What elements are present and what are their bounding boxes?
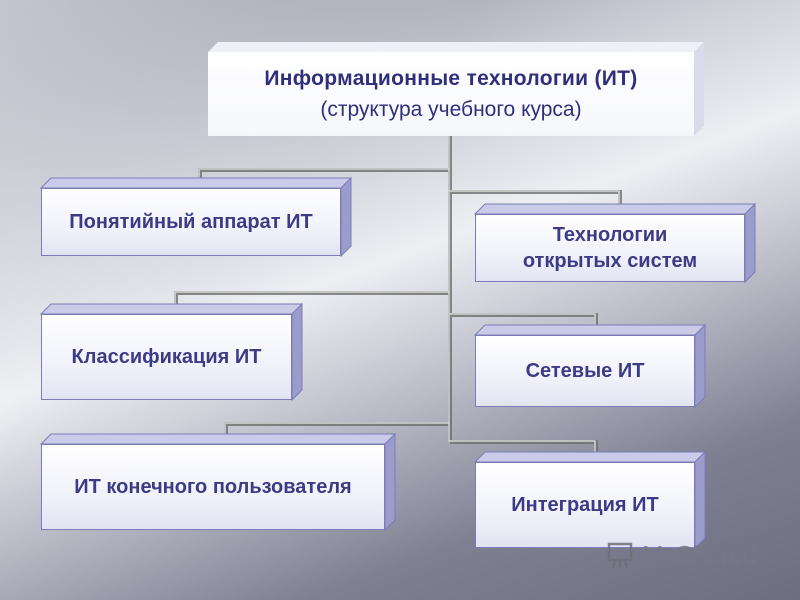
node-concepts-label: Понятийный аппарат ИТ (41, 188, 341, 256)
title-line-1: Информационные технологии (ИТ) (264, 66, 638, 90)
node-bevel (473, 202, 757, 284)
title-box-bevel (208, 42, 704, 136)
node-end-user: ИТ конечного пользователя (39, 432, 397, 532)
title-box: Информационные технологии (ИТ) (структур… (208, 42, 704, 136)
node-integration: Интеграция ИТ (473, 450, 707, 550)
node-bevel (473, 450, 707, 550)
node-integration-label: Интеграция ИТ (475, 462, 695, 548)
node-classification: Классификация ИТ (39, 302, 304, 402)
node-network-label: Сетевые ИТ (475, 335, 695, 407)
watermark: MyShared (606, 535, 771, 575)
node-concepts: Понятийный аппарат ИТ (39, 176, 353, 258)
title-line-2: (структура учебного курса) (320, 98, 582, 121)
node-open-systems: Технологии открытых систем (473, 202, 757, 284)
node-bevel (473, 323, 707, 409)
presentation-icon (607, 542, 633, 569)
node-bevel (39, 176, 353, 258)
watermark-label: MyShared (642, 539, 757, 570)
node-open-systems-label: Технологии открытых систем (475, 214, 745, 282)
node-classification-label: Классификация ИТ (41, 314, 292, 400)
node-network: Сетевые ИТ (473, 323, 707, 409)
node-end-user-label: ИТ конечного пользователя (41, 444, 385, 530)
